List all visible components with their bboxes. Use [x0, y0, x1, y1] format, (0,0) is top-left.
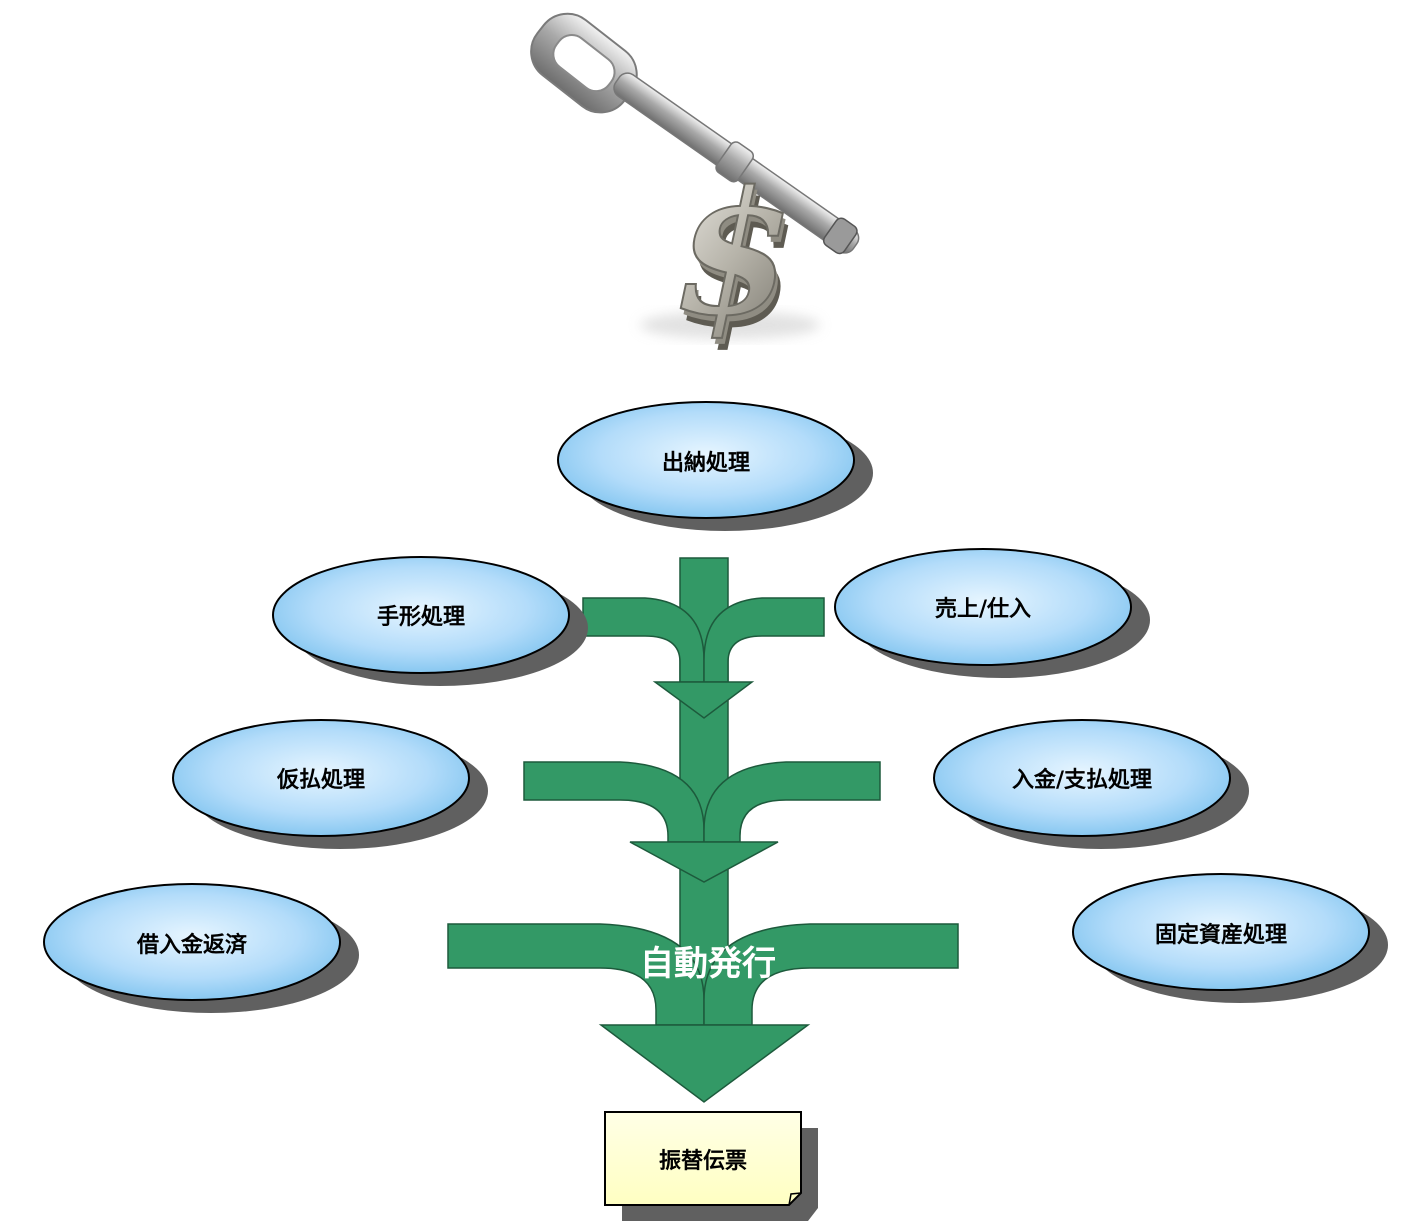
node-fixed-assets: 固定資産処理 [1072, 873, 1388, 1003]
node-receipt-payment: 入金/支払処理 [933, 719, 1249, 849]
arrow-head-2 [629, 841, 779, 883]
node-advance-label: 仮払処理 [276, 767, 365, 793]
flow-arrows [447, 557, 959, 1103]
arrow-head-main [598, 1024, 811, 1103]
arrow-branch-sales [703, 597, 825, 683]
node-receipt-payment-label: 入金/支払処理 [1012, 767, 1152, 793]
node-notes-label: 手形処理 [377, 604, 465, 630]
dollar-key-icon: $ $ $ [530, 12, 860, 366]
node-fixed-assets-label: 固定資産処理 [1155, 922, 1287, 948]
node-cash-label: 出納処理 [662, 450, 750, 476]
node-sales-purchase-label: 売上/仕入 [935, 596, 1031, 622]
node-loan-label: 借入金返済 [136, 932, 248, 958]
node-notes: 手形処理 [272, 556, 588, 686]
output-document: 振替伝票 [604, 1111, 818, 1221]
arrow-head-1 [652, 681, 755, 719]
arrow-branch-advance [523, 761, 705, 843]
node-loan: 借入金返済 [43, 883, 359, 1013]
node-advance: 仮払処理 [172, 719, 488, 849]
output-document-label: 振替伝票 [659, 1149, 747, 1174]
node-sales-purchase: 売上/仕入 [834, 548, 1150, 678]
auto-issue-label: 自動発行 [640, 944, 776, 984]
node-cash: 出納処理 [557, 401, 873, 531]
arrow-branch-assets [703, 923, 959, 1026]
arrow-branch-receipt [703, 761, 881, 843]
